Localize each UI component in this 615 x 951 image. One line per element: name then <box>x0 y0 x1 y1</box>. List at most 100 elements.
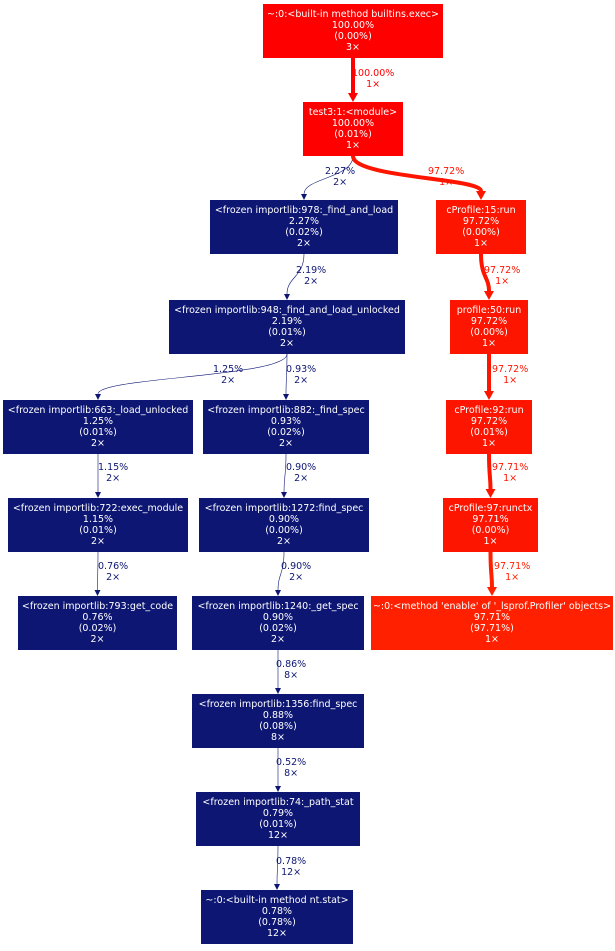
node-self-pct: (0.02%) <box>285 227 323 238</box>
edge-label: 0.86%8× <box>276 659 306 681</box>
edge-find_and_load_unlocked-to-find_spec_882 <box>285 353 288 395</box>
edge-label: 2.19%2× <box>296 265 326 287</box>
arrowhead <box>281 492 287 498</box>
node-self-pct: (0.01%) <box>79 427 117 438</box>
node-self-pct: (0.08%) <box>259 721 297 732</box>
node-total-pct: 100.00% <box>331 20 375 31</box>
node-total-pct: 0.76% <box>82 612 113 623</box>
arrowhead <box>301 194 307 200</box>
node-calls: 2× <box>278 438 293 449</box>
edge-count: 2× <box>106 572 121 583</box>
node-enable[interactable]: ~:0:<method 'enable' of '_lsprof.Profile… <box>371 596 613 650</box>
edge-count: 2× <box>333 177 348 188</box>
node-total-pct: 0.90% <box>262 612 294 623</box>
edge-module-to-cprofile_run <box>351 155 483 193</box>
node-calls: 2× <box>276 536 291 547</box>
node-self-pct: (0.01%) <box>259 819 297 830</box>
node-calls: 2× <box>270 634 285 645</box>
node-self-pct: (0.01%) <box>470 427 508 438</box>
arrowhead <box>284 294 290 300</box>
edge-label: 2.27%2× <box>325 166 355 188</box>
edge-pct: 97.71% <box>492 462 529 473</box>
edge-pct: 0.76% <box>98 561 129 572</box>
node-name: profile:50:run <box>456 305 522 316</box>
node-self-pct: (0.00%) <box>470 327 508 338</box>
edge-label: 0.90%2× <box>281 561 311 583</box>
node-name: <frozen importlib:882:_find_spec <box>207 405 365 416</box>
node-calls: 3× <box>345 42 360 53</box>
edge-pct: 1.25% <box>213 364 244 375</box>
arrowhead <box>484 291 494 300</box>
edge-count: 2× <box>289 572 304 583</box>
edge-pct: 1.15% <box>98 462 129 473</box>
edge-find_and_load_unlocked-to-load_unlocked <box>97 353 288 395</box>
edge-path_stat-to-nt_stat <box>276 845 279 885</box>
arrowhead <box>95 394 101 400</box>
edge-count: 12× <box>281 867 302 878</box>
node-calls: 2× <box>90 634 105 645</box>
edge-count: 2× <box>304 276 319 287</box>
node-calls: 8× <box>270 732 285 743</box>
node-self-pct: (0.00%) <box>462 227 500 238</box>
node-name: <frozen importlib:1240:_get_spec <box>197 601 359 612</box>
node-exec[interactable]: ~:0:<built-in method builtins.exec>100.0… <box>263 4 443 58</box>
edge-pct: 0.52% <box>276 757 307 768</box>
node-nt-stat[interactable]: ~:0:<built-in method nt.stat>0.78%(0.78%… <box>201 890 353 944</box>
edge-pct: 2.19% <box>296 265 327 276</box>
node-total-pct: 0.88% <box>262 710 294 721</box>
node-calls: 2× <box>90 536 105 547</box>
arrowhead <box>275 688 281 694</box>
node-name: <frozen importlib:663:_load_unlocked <box>7 405 189 416</box>
edge-module-to-find_and_load <box>303 155 354 195</box>
node-name: <frozen importlib:793:get_code <box>21 601 174 612</box>
edge-count: 1× <box>439 177 454 188</box>
node-self-pct: (0.02%) <box>78 623 117 634</box>
node-total-pct: 100.00% <box>331 118 375 129</box>
edge-runctx-to-enable <box>488 551 494 588</box>
node-calls: 1× <box>481 438 496 449</box>
node-calls: 1× <box>473 238 488 249</box>
node-name: <frozen importlib:1356:find_spec <box>198 699 358 710</box>
edge-label: 0.90%2× <box>286 462 316 484</box>
node-self-pct: (0.00%) <box>471 525 510 536</box>
edge-exec_module-to-get_code <box>97 551 99 591</box>
edge-label: 0.78%12× <box>276 856 306 878</box>
edge-find_and_load-to-find_and_load_unlocked <box>286 253 305 295</box>
edge-pct: 97.72% <box>428 166 465 177</box>
edge-label: 0.76%2× <box>98 561 128 583</box>
edge-count: 1× <box>495 276 510 287</box>
node-total-pct: 97.72% <box>470 316 508 327</box>
edge-cprofile_run-to-profile_run <box>479 253 491 292</box>
node-calls: 12× <box>266 928 288 939</box>
edge-pct: 0.78% <box>276 856 307 867</box>
edge-pct: 0.93% <box>286 364 317 375</box>
edge-pct: 0.90% <box>281 561 312 572</box>
edge-pct: 0.86% <box>276 659 307 670</box>
arrowhead <box>348 93 358 102</box>
node-name: cProfile:92:run <box>454 405 524 416</box>
edge-count: 8× <box>284 670 299 681</box>
node-total-pct: 1.15% <box>82 514 114 525</box>
edge-pct: 2.27% <box>325 166 356 177</box>
arrowhead <box>476 191 486 200</box>
arrowhead <box>484 391 494 400</box>
node-calls: 12× <box>267 830 289 841</box>
edge-label: 100.00%1× <box>352 68 394 90</box>
node-find-and-load-unlocked[interactable]: <frozen importlib:948:_find_and_load_unl… <box>169 300 405 354</box>
node-module[interactable]: test3:1:<module>100.00%(0.01%)1× <box>303 102 403 156</box>
node-calls: 1× <box>484 634 499 645</box>
node-total-pct: 97.72% <box>462 216 500 227</box>
